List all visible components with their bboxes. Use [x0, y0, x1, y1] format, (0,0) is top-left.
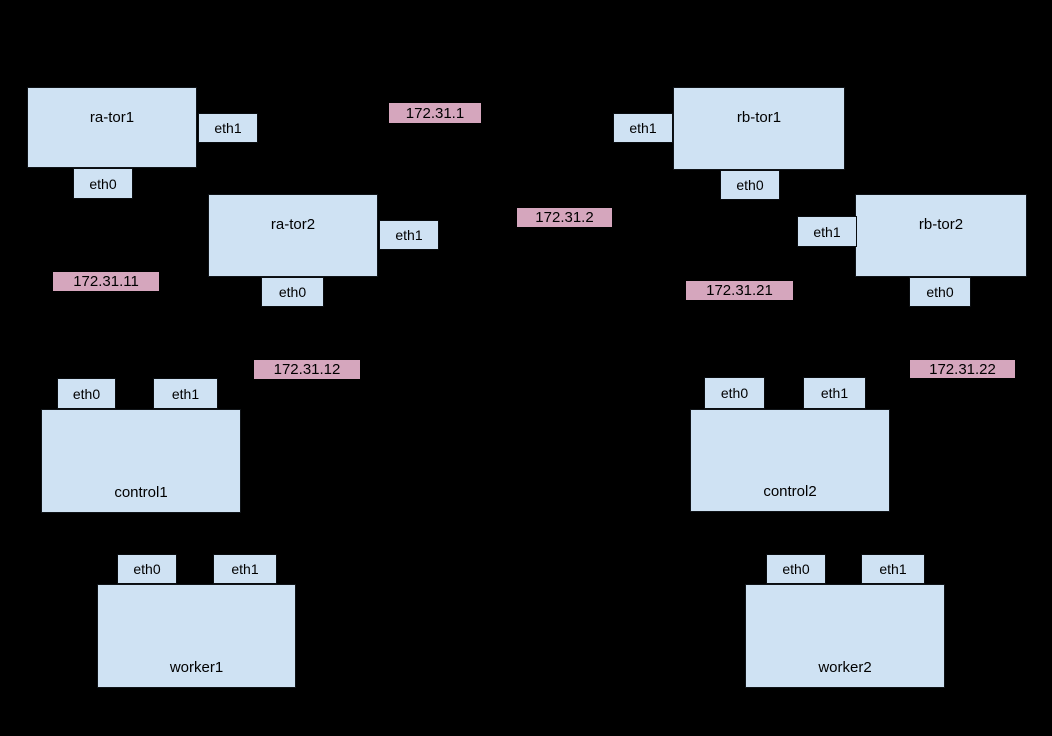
ip-label: 172.31.1 [389, 103, 481, 123]
node-label: rb-tor2 [918, 216, 964, 233]
node-label: worker1 [169, 659, 224, 676]
port-ra-tor1-eth0[interactable]: eth0 [73, 168, 133, 199]
port-ra-tor1-eth1[interactable]: eth1 [198, 113, 258, 143]
ip-label: 172.31.11 [53, 272, 159, 291]
port-worker2-eth1[interactable]: eth1 [861, 554, 925, 584]
ip-label: 172.31.21 [686, 281, 793, 300]
node-worker1[interactable]: worker1 [97, 584, 296, 688]
ip-label: 172.31.2 [517, 208, 612, 227]
node-label: worker2 [818, 659, 872, 676]
node-rb-tor1[interactable]: rb-tor1 [673, 87, 845, 170]
ip-label: 172.31.22 [910, 360, 1015, 378]
port-rb-tor1-eth0[interactable]: eth0 [720, 170, 780, 200]
node-control2[interactable]: control2 [690, 409, 890, 512]
port-ra-tor2-eth0[interactable]: eth0 [261, 277, 324, 307]
port-control2-eth0[interactable]: eth0 [704, 377, 765, 409]
node-rb-tor2[interactable]: rb-tor2 [855, 194, 1027, 277]
node-label: control1 [114, 484, 168, 501]
node-worker2[interactable]: worker2 [745, 584, 945, 688]
port-control1-eth1[interactable]: eth1 [153, 378, 218, 409]
port-worker1-eth1[interactable]: eth1 [213, 554, 277, 584]
node-label: rb-tor1 [736, 109, 782, 126]
port-rb-tor2-eth1[interactable]: eth1 [797, 216, 857, 247]
node-label: ra-tor2 [270, 216, 316, 233]
port-rb-tor1-eth1[interactable]: eth1 [613, 113, 673, 143]
port-control2-eth1[interactable]: eth1 [803, 377, 866, 409]
port-rb-tor2-eth0[interactable]: eth0 [909, 277, 971, 307]
node-control1[interactable]: control1 [41, 409, 241, 513]
port-worker1-eth0[interactable]: eth0 [117, 554, 177, 584]
node-ra-tor1[interactable]: ra-tor1 [27, 87, 197, 168]
node-label: ra-tor1 [89, 109, 135, 126]
node-ra-tor2[interactable]: ra-tor2 [208, 194, 378, 277]
port-control1-eth0[interactable]: eth0 [57, 378, 116, 409]
node-label: control2 [763, 483, 817, 500]
ip-label: 172.31.12 [254, 360, 360, 379]
port-worker2-eth0[interactable]: eth0 [766, 554, 826, 584]
port-ra-tor2-eth1[interactable]: eth1 [379, 220, 439, 250]
